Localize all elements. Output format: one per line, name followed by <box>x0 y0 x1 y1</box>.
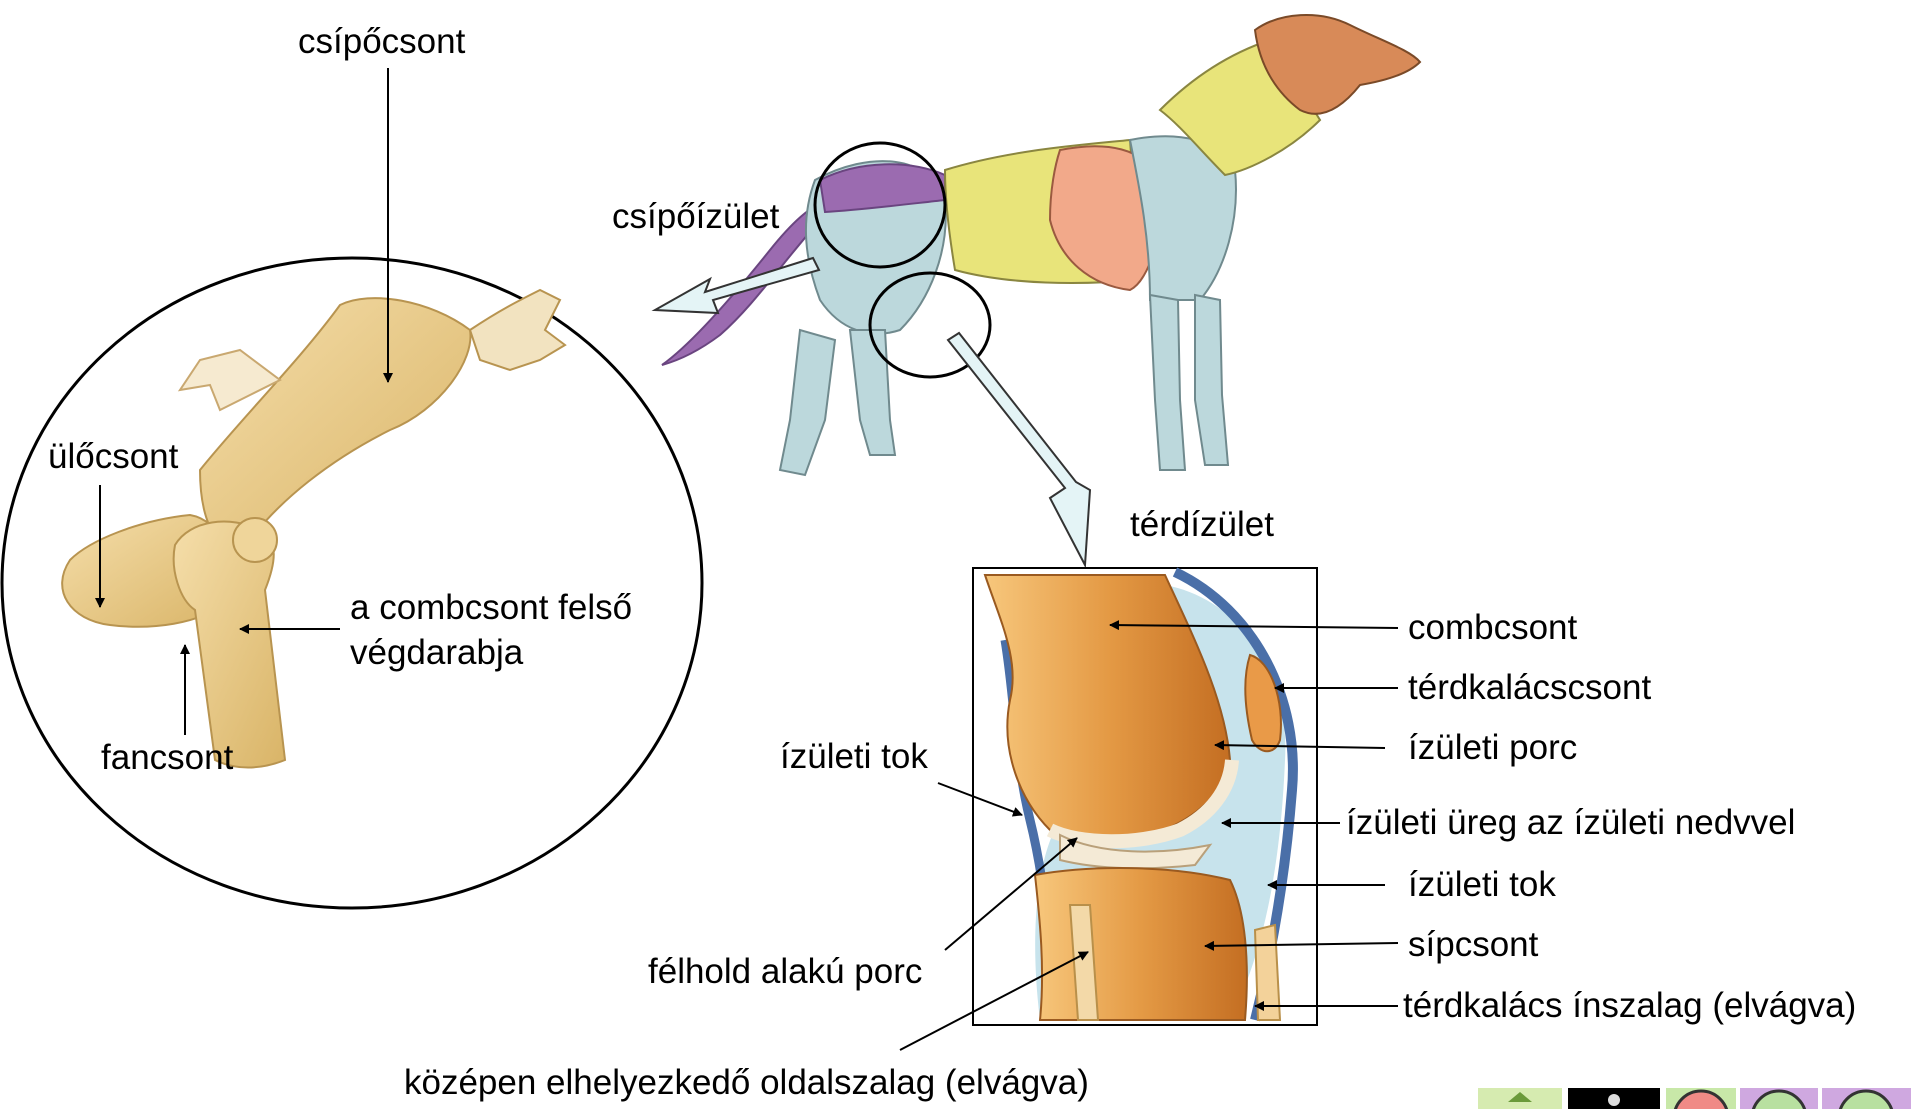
profile-icon <box>1608 1094 1620 1106</box>
label-meniscus: félhold alakú porc <box>648 952 922 992</box>
label-ischium: ülőcsont <box>48 437 178 477</box>
dog-front-leg-left <box>1150 295 1185 470</box>
label-hip-joint: csípőízület <box>612 197 779 237</box>
label-pubis: fancsont <box>101 738 233 778</box>
label-knee-femur: combcsont <box>1408 608 1577 648</box>
knee-joint-magnified <box>900 568 1398 1050</box>
label-capsule-right: ízületi tok <box>1408 865 1556 905</box>
label-tibia: sípcsont <box>1408 925 1538 965</box>
tibia-bone <box>1035 868 1247 1020</box>
next-button[interactable] <box>1822 1088 1911 1109</box>
hip-joint-magnified <box>2 68 702 908</box>
label-patellar-ligament: térdkalács ínszalag (elvágva) <box>1403 986 1856 1026</box>
label-patella: térdkalácscsont <box>1408 668 1651 708</box>
profile-button[interactable] <box>1568 1088 1660 1109</box>
dog-illustration <box>655 15 1420 565</box>
label-knee-joint: térdízület <box>1130 505 1274 545</box>
knee-zoom-arrow <box>948 333 1090 565</box>
label-femur-head-line2: végdarabja <box>350 633 523 673</box>
label-cavity: ízületi üreg az ízületi nedvvel <box>1346 803 1795 843</box>
label-femur-head-line1: a combcsont felső <box>350 588 632 628</box>
previous-button[interactable] <box>1666 1088 1736 1109</box>
help-button[interactable] <box>1740 1088 1818 1109</box>
dog-hind-leg-front <box>850 330 895 455</box>
label-ilium: csípőcsont <box>298 22 465 62</box>
home-button[interactable] <box>1478 1088 1562 1109</box>
dog-hind-leg-back <box>780 330 835 475</box>
label-cartilage: ízületi porc <box>1408 728 1577 768</box>
navigation-bar <box>1478 1088 1911 1109</box>
femur-head <box>233 518 277 562</box>
dog-front-leg-right <box>1195 295 1228 465</box>
label-capsule-left: ízületi tok <box>780 737 928 777</box>
label-collateral-ligament: középen elhelyezkedő oldalszalag (elvágv… <box>404 1063 1089 1103</box>
